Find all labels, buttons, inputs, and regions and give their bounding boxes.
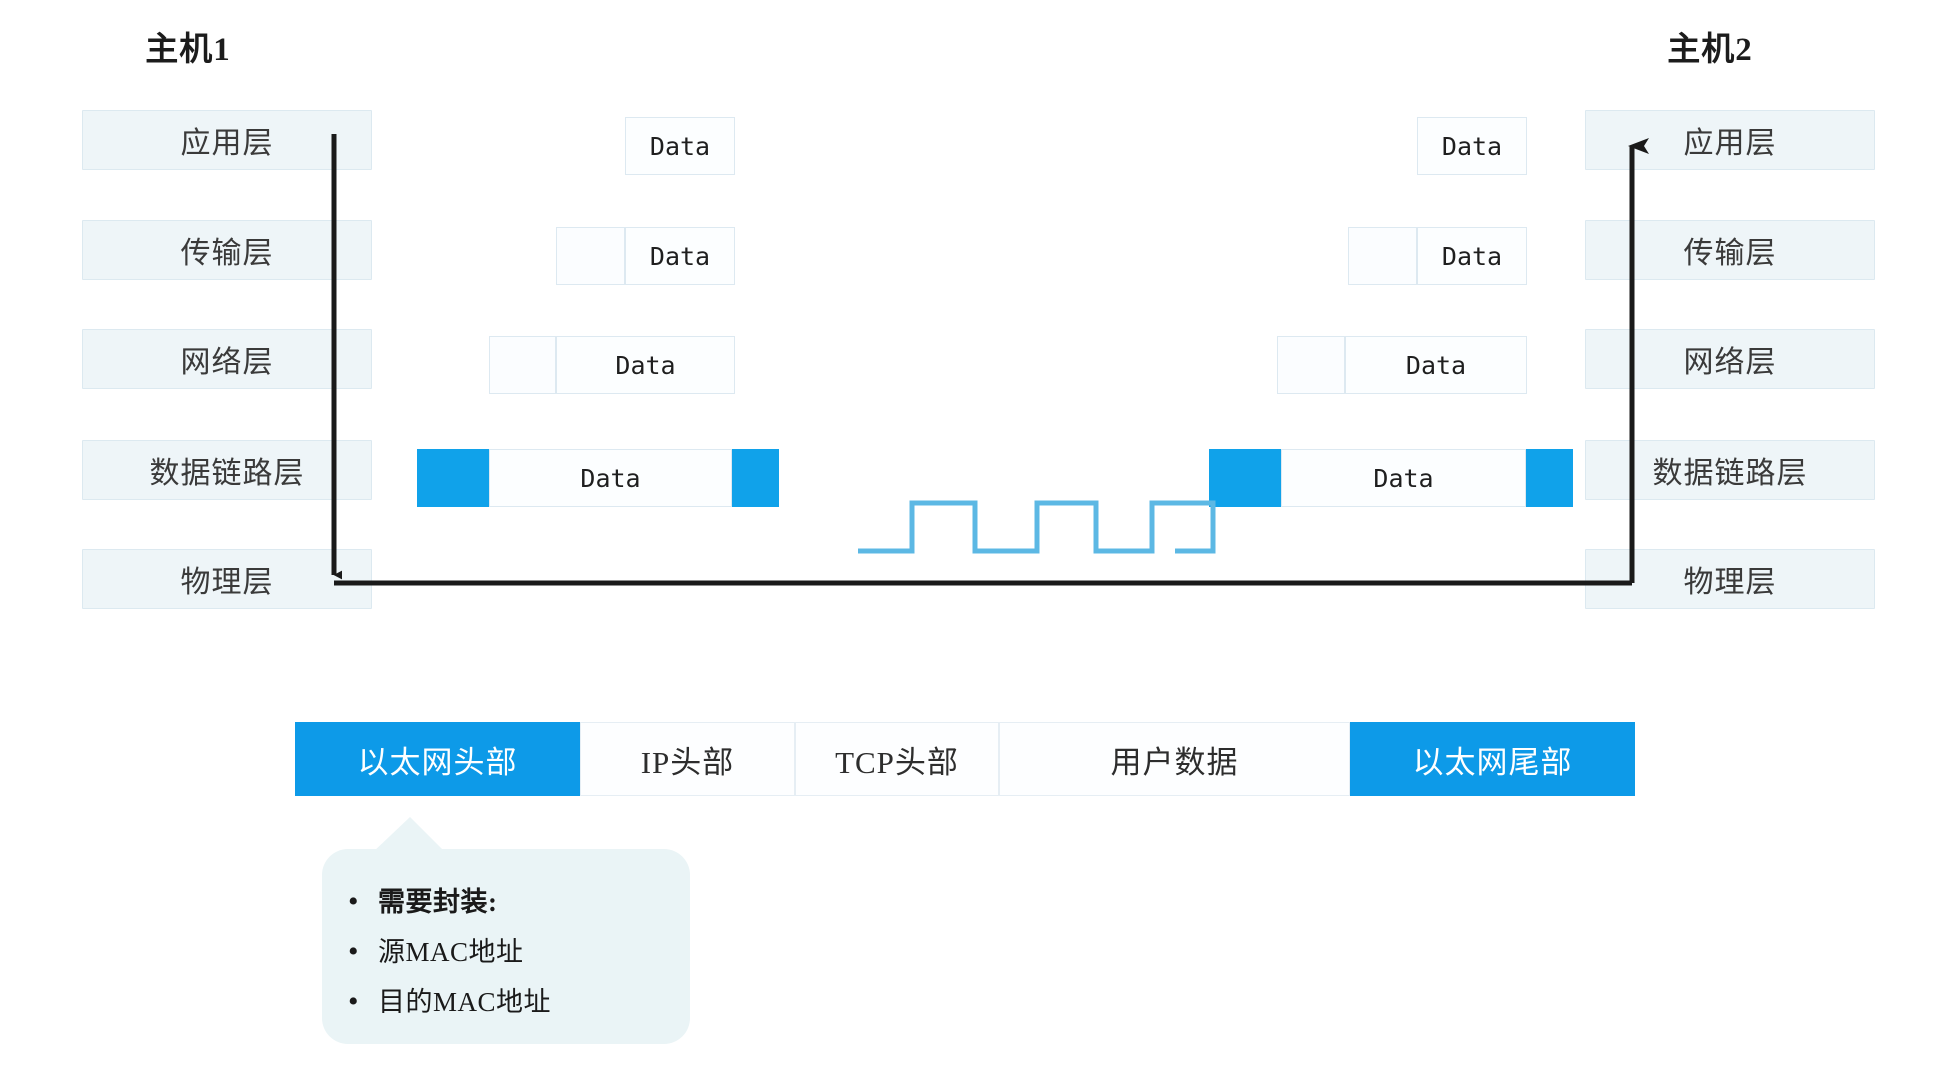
callout-item: • 源MAC地址: [348, 930, 664, 969]
pdu-ethernet-trailer-block: [1526, 449, 1573, 507]
pdu-data-cell: Data: [1417, 227, 1527, 285]
host2-title: 主机2: [1667, 32, 1753, 68]
pdu-ethernet-trailer-block: [732, 449, 779, 507]
host1-pdu-application: Data: [625, 117, 735, 175]
bullet-icon: •: [348, 985, 359, 1018]
host2-layer-physical: 物理层: [1585, 549, 1875, 609]
callout-tail: [372, 817, 444, 853]
frame-seg-ethernet-trailer[interactable]: 以太网尾部: [1350, 722, 1635, 796]
host1-layer-datalink: 数据链路层: [82, 440, 372, 500]
callout-item-label: 目的MAC地址: [378, 987, 552, 1017]
host2-pdu-datalink: Data: [1209, 449, 1573, 507]
host2-layer-network: 网络层: [1585, 329, 1875, 389]
host1-pdu-datalink: Data: [417, 449, 779, 507]
host2-layer-datalink: 数据链路层: [1585, 440, 1875, 500]
host1-layer-physical: 物理层: [82, 549, 372, 609]
bullet-icon: •: [348, 935, 359, 968]
frame-seg-user-data[interactable]: 用户数据: [999, 722, 1350, 796]
frame-seg-ip-header[interactable]: IP头部: [580, 722, 795, 796]
pdu-data-cell: Data: [625, 227, 735, 285]
callout-item-label: 源MAC地址: [378, 937, 524, 967]
host1-title: 主机1: [145, 32, 231, 68]
host1-layer-network: 网络层: [82, 329, 372, 389]
host2-pdu-network: Data: [1277, 336, 1527, 394]
host1-pdu-network: Data: [489, 336, 735, 394]
host1-layer-transport: 传输层: [82, 220, 372, 280]
pdu-data-cell: Data: [625, 117, 735, 175]
callout-item: • 需要封装:: [348, 880, 664, 919]
host1-layer-application: 应用层: [82, 110, 372, 170]
pdu-ethernet-header-block: [1209, 449, 1281, 507]
callout-item-label: 需要封装:: [378, 887, 498, 917]
pdu-header-cell: [489, 336, 556, 394]
pdu-data-cell: Data: [1345, 336, 1527, 394]
pdu-header-cell: [1277, 336, 1345, 394]
pdu-header-cell: [556, 227, 625, 285]
ethernet-frame-bar: 以太网头部 IP头部 TCP头部 用户数据 以太网尾部: [295, 722, 1635, 796]
pdu-data-cell: Data: [1417, 117, 1527, 175]
pdu-data-cell: Data: [489, 449, 732, 507]
frame-seg-ethernet-header[interactable]: 以太网头部: [295, 722, 580, 796]
bullet-icon: •: [348, 885, 359, 918]
frame-seg-tcp-header[interactable]: TCP头部: [795, 722, 999, 796]
host2-pdu-application: Data: [1417, 117, 1527, 175]
host2-pdu-transport: Data: [1348, 227, 1527, 285]
host2-layer-transport: 传输层: [1585, 220, 1875, 280]
encapsulation-callout: • 需要封装: • 源MAC地址 • 目的MAC地址: [322, 817, 690, 1044]
host2-layer-application: 应用层: [1585, 110, 1875, 170]
callout-item: • 目的MAC地址: [348, 980, 664, 1019]
square-wave-signal: [858, 500, 1216, 554]
pdu-ethernet-header-block: [417, 449, 489, 507]
pdu-data-cell: Data: [1281, 449, 1526, 507]
pdu-header-cell: [1348, 227, 1417, 285]
pdu-data-cell: Data: [556, 336, 735, 394]
host1-pdu-transport: Data: [556, 227, 735, 285]
